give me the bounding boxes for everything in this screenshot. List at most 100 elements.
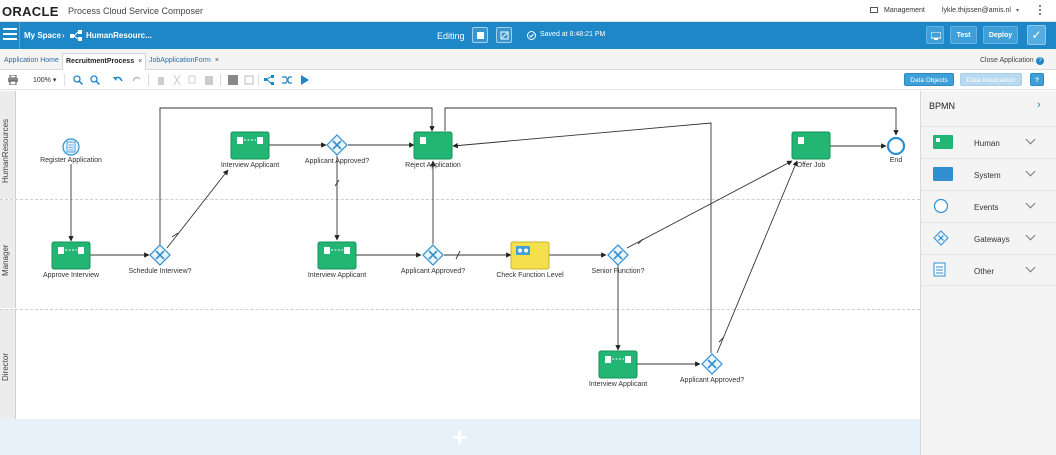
align-icon[interactable] xyxy=(244,75,254,85)
node-label: Senior Function? xyxy=(591,268,645,275)
test-button[interactable]: Test xyxy=(950,26,977,44)
tab-application-home[interactable]: Application Home xyxy=(1,53,62,70)
zoom-select[interactable]: 100% ▾ xyxy=(33,76,56,84)
breadcrumb-separator: › xyxy=(62,31,65,40)
palette-title: BPMN xyxy=(929,101,956,111)
discard-changes-button[interactable] xyxy=(496,27,512,43)
tab-bar: Application Home RecruitmentProcess× Job… xyxy=(0,49,1056,70)
more-options-icon[interactable] xyxy=(1038,4,1042,17)
data-association-button[interactable]: Data Association xyxy=(960,73,1022,86)
management-link[interactable]: Management xyxy=(870,7,925,14)
task-check-function-level[interactable] xyxy=(510,241,550,270)
tab-job-application-form[interactable]: JobApplicationForm× xyxy=(146,53,222,70)
add-lane-area[interactable]: + xyxy=(0,419,920,455)
node-label: Approve Interview xyxy=(42,272,100,279)
delete-icon[interactable] xyxy=(156,75,166,85)
close-tab-icon[interactable]: × xyxy=(138,58,143,65)
chevron-down-icon xyxy=(1025,166,1036,177)
chevron-down-icon xyxy=(1025,262,1036,273)
palette-item-gateways[interactable]: Gateways xyxy=(921,222,1056,254)
task-reject-application[interactable] xyxy=(413,131,453,160)
process-canvas[interactable]: HumanResources Manager Director xyxy=(0,91,920,455)
connect-icon[interactable] xyxy=(264,75,274,85)
zoom-value: 100% xyxy=(33,77,51,84)
undo-icon[interactable] xyxy=(113,75,123,85)
data-objects-button[interactable]: Data Objects xyxy=(904,73,954,86)
chevron-down-icon xyxy=(1025,134,1036,145)
breadcrumb-my-space[interactable]: My Space xyxy=(24,31,61,40)
zoom-in-icon[interactable] xyxy=(73,75,83,85)
help-icon[interactable]: ? xyxy=(1036,57,1044,65)
node-label: Applicant Approved? xyxy=(679,377,745,384)
close-application-link[interactable]: Close Application xyxy=(980,57,1034,64)
node-label: Applicant Approved? xyxy=(400,268,466,275)
tab-label: Application Home xyxy=(4,57,59,64)
monitor-icon xyxy=(870,7,878,14)
copy-icon[interactable] xyxy=(188,75,198,85)
grid-icon[interactable] xyxy=(228,75,238,85)
task-interview-applicant-mgr[interactable] xyxy=(317,241,357,270)
toolbar-help-button[interactable]: ? xyxy=(1030,73,1044,86)
save-button[interactable] xyxy=(472,27,488,43)
task-interview-applicant-dir[interactable] xyxy=(598,350,638,379)
node-label: Interview Applicant xyxy=(588,381,648,388)
task-interview-applicant-hr[interactable] xyxy=(230,131,270,160)
node-label: End xyxy=(889,157,903,164)
menu-icon[interactable] xyxy=(3,28,17,42)
palette-item-human[interactable]: Human xyxy=(921,126,1056,158)
start-event-register-application[interactable] xyxy=(62,138,80,156)
palette-item-label: System xyxy=(974,171,1001,180)
saved-timestamp: Saved at 8:48:21 PM xyxy=(540,31,606,38)
cut-icon[interactable] xyxy=(172,75,182,85)
node-label: Check Function Level xyxy=(496,272,564,279)
end-event[interactable] xyxy=(886,136,906,156)
user-menu-caret-icon[interactable]: ▾ xyxy=(1016,8,1020,14)
palette-item-label: Events xyxy=(974,203,999,212)
app-title: Process Cloud Service Composer xyxy=(68,6,204,16)
shuffle-icon[interactable] xyxy=(282,75,292,85)
lane-header-humanresources[interactable]: HumanResources xyxy=(0,91,16,199)
tab-label: RecruitmentProcess xyxy=(66,58,135,65)
node-label: Schedule Interview? xyxy=(128,268,192,275)
close-tab-icon[interactable]: × xyxy=(214,57,219,64)
management-label: Management xyxy=(884,7,925,14)
breadcrumb-application[interactable]: HumanResourc... xyxy=(86,31,152,40)
gateway-senior-function[interactable] xyxy=(607,244,629,266)
zoom-caret-icon: ▾ xyxy=(52,77,57,84)
lane-header-manager[interactable]: Manager xyxy=(0,200,16,308)
add-lane-plus-icon[interactable]: + xyxy=(452,422,468,452)
collapse-palette-icon[interactable]: › xyxy=(1037,99,1041,111)
palette-item-label: Other xyxy=(974,267,995,276)
event-icon xyxy=(933,198,949,214)
print-icon[interactable] xyxy=(8,75,18,85)
undo-changes-icon xyxy=(500,31,509,40)
palette-item-other[interactable]: Other xyxy=(921,254,1056,286)
task-approve-interview[interactable] xyxy=(51,241,91,270)
zoom-out-icon[interactable] xyxy=(90,75,100,85)
tab-recruitment-process[interactable]: RecruitmentProcess× xyxy=(62,53,147,70)
deploy-button[interactable]: Deploy xyxy=(983,26,1018,44)
publish-check-button[interactable]: ✓ xyxy=(1027,25,1046,45)
palette-item-events[interactable]: Events xyxy=(921,190,1056,222)
gateway-applicant-approved-mgr[interactable] xyxy=(422,244,444,266)
editing-status: Editing xyxy=(437,31,465,41)
gateway-applicant-approved-dir[interactable] xyxy=(701,353,723,375)
human-task-icon xyxy=(933,135,953,149)
task-offer-job[interactable] xyxy=(791,131,831,160)
palette-item-label: Gateways xyxy=(974,235,1010,244)
tab-label: JobApplicationForm xyxy=(149,57,211,64)
top-header: ORACLE Process Cloud Service Composer Ma… xyxy=(0,0,1056,22)
palette-item-system[interactable]: System xyxy=(921,158,1056,190)
bpmn-diagram[interactable] xyxy=(0,91,920,419)
user-menu[interactable]: lykle.thijssen@amis.nl xyxy=(942,7,1011,14)
lane-header-director[interactable]: Director xyxy=(0,309,16,419)
node-label: Reject Application xyxy=(405,162,461,169)
saved-check-icon xyxy=(527,31,536,40)
bpmn-palette: BPMN › Human System Events Gateways Othe… xyxy=(920,91,1056,455)
gateway-applicant-approved-hr[interactable] xyxy=(326,134,348,156)
run-icon[interactable] xyxy=(300,75,310,85)
redo-icon[interactable] xyxy=(132,75,142,85)
paste-icon[interactable] xyxy=(204,75,214,85)
player-button[interactable] xyxy=(926,26,944,44)
system-task-icon xyxy=(933,167,953,181)
